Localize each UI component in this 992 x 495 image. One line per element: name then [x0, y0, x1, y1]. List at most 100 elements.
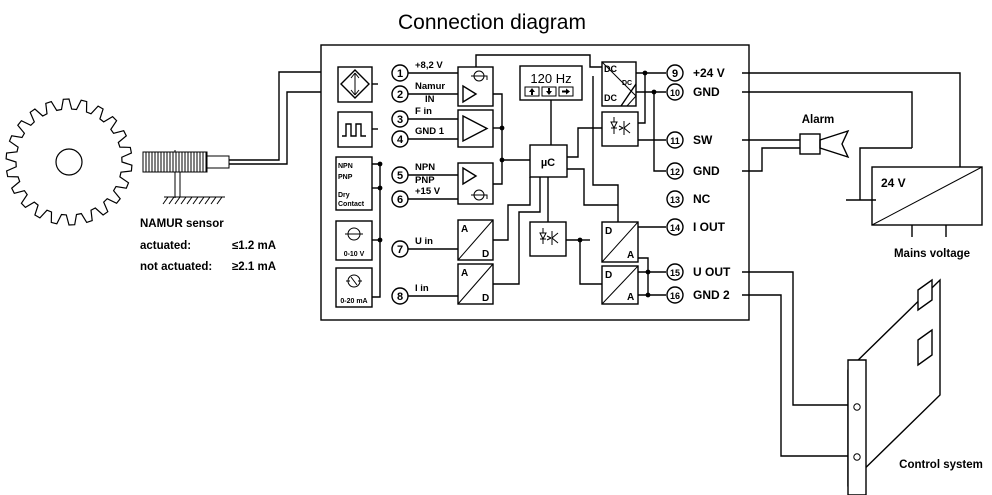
dc-in-text: DC	[604, 64, 617, 74]
terminal-8: 8 I in	[391, 283, 429, 305]
terminal-label: +8,2 V	[415, 60, 443, 71]
sensor-not-actuated-label: not actuated:	[140, 261, 212, 273]
terminal-number: 1	[397, 68, 403, 80]
terminal-number: 11	[670, 136, 680, 146]
terminal-15: 15 U OUT	[666, 263, 731, 281]
alarm-horn-icon	[799, 129, 850, 159]
terminal-circle	[666, 64, 684, 82]
terminal-circle	[666, 131, 684, 149]
npn-pnp-comparator-block	[457, 162, 494, 205]
terminal-number: 12	[670, 167, 680, 177]
terminal-10: 10 GND	[666, 83, 720, 101]
terminal-label: GND 1	[415, 126, 445, 137]
voltage-dac-a: A	[627, 292, 634, 303]
dc-dc-converter-block: DC DC DC	[601, 61, 637, 107]
terminal-label: U OUT	[693, 265, 731, 279]
control-system-card-icon	[847, 278, 941, 495]
current-range-text: 0-20 mA	[340, 298, 367, 305]
namur-comparator-block	[457, 66, 494, 107]
voltage-adc-block: A D	[457, 219, 494, 261]
terminal-number: 8	[397, 291, 403, 303]
terminal-label: GND	[693, 164, 720, 178]
terminal-circle	[666, 263, 684, 281]
psu-voltage: 24 V	[881, 176, 906, 190]
npn-text: NPN	[338, 163, 353, 170]
sensor-actuated-label: actuated:	[140, 240, 191, 252]
terminal-label: NC	[693, 192, 711, 206]
terminal-number: 10	[670, 88, 680, 98]
current-dac-a: A	[627, 250, 634, 261]
terminal-label-2: IN	[425, 94, 435, 105]
terminal-label: NPN	[415, 162, 435, 173]
terminal-7: 7 U in	[391, 236, 433, 258]
sensor-label: NAMUR sensor	[140, 218, 224, 230]
terminal-label: GND 2	[693, 288, 730, 302]
terminal-number: 5	[397, 170, 403, 182]
control-system-label: Control system	[899, 459, 983, 471]
terminal-number: 9	[672, 68, 678, 80]
frequency-display: 120 Hz	[519, 65, 583, 101]
terminal-number: 7	[397, 244, 403, 256]
npn-pnp-input-block: NPN PNP Dry Contact	[335, 156, 373, 211]
terminal-circle	[666, 286, 684, 304]
microcontroller-block: µC	[529, 144, 568, 178]
voltage-range-text: 0-10 V	[344, 251, 365, 258]
terminal-number: 14	[670, 223, 680, 233]
terminal-number: 13	[670, 195, 680, 205]
namur-sensor-icon	[142, 150, 230, 205]
terminal-label: I OUT	[693, 220, 726, 234]
current-adc-a: A	[461, 268, 468, 279]
terminal-label: +15 V	[415, 186, 441, 197]
sensor-not-actuated-value: ≥2.1 mA	[232, 261, 276, 273]
display-readout: 120 Hz	[530, 71, 571, 86]
terminal-14: 14 I OUT	[666, 218, 726, 236]
power-supply-block: 24 V	[871, 166, 983, 226]
voltage-adc-d: D	[482, 249, 489, 260]
current-adc-d: D	[482, 293, 489, 304]
terminal-number: 6	[397, 194, 403, 206]
terminal-13: 13 NC	[666, 190, 711, 208]
terminal-circle	[666, 190, 684, 208]
alarm-label: Alarm	[802, 114, 835, 126]
terminal-9: 9 +24 V	[666, 64, 725, 82]
current-adc-block: A D	[457, 263, 494, 305]
terminal-label: I in	[415, 283, 429, 294]
terminal-circle	[666, 83, 684, 101]
voltage-adc-a: A	[461, 224, 468, 235]
terminal-12: 12 GND	[666, 162, 720, 180]
current-dac-d: D	[605, 226, 612, 237]
terminal-16: 16 GND 2	[666, 286, 730, 304]
namur-input-block	[337, 66, 373, 103]
terminal-label: Namur	[415, 81, 445, 92]
dc-out2-text: DC	[604, 93, 617, 103]
gear-wheel-icon	[5, 98, 133, 226]
voltage-dac-d: D	[605, 270, 612, 281]
terminal-label-2: PNP	[415, 175, 435, 186]
frequency-input-block	[337, 111, 373, 148]
dc-out-text: DC	[622, 80, 632, 87]
uc-text: µC	[541, 157, 555, 169]
sensor-actuated-value: ≤1.2 mA	[232, 240, 276, 252]
terminal-label: F in	[415, 106, 432, 117]
diagram-title: Connection diagram	[398, 11, 586, 34]
terminal-label: U in	[415, 236, 433, 247]
optocoupler-analog-block	[529, 221, 567, 257]
alarm-optocoupler-block	[601, 111, 639, 147]
terminal-number: 15	[670, 268, 680, 278]
current-input-block: 0-20 mA	[335, 267, 373, 308]
terminal-number: 16	[670, 291, 680, 301]
contact-text: Contact	[338, 201, 365, 208]
terminal-number: 2	[397, 89, 403, 101]
voltage-input-block: 0-10 V	[335, 220, 373, 261]
frequency-amplifier-block	[457, 109, 494, 148]
terminal-label: GND	[693, 85, 720, 99]
terminal-11: 11 SW	[666, 131, 713, 149]
mains-voltage-label: Mains voltage	[894, 248, 970, 260]
current-dac-block: D A	[601, 221, 639, 263]
terminal-label: SW	[693, 133, 713, 147]
terminal-label: +24 V	[693, 66, 725, 80]
dry-text: Dry	[338, 192, 350, 199]
pnp-text: PNP	[338, 174, 353, 181]
